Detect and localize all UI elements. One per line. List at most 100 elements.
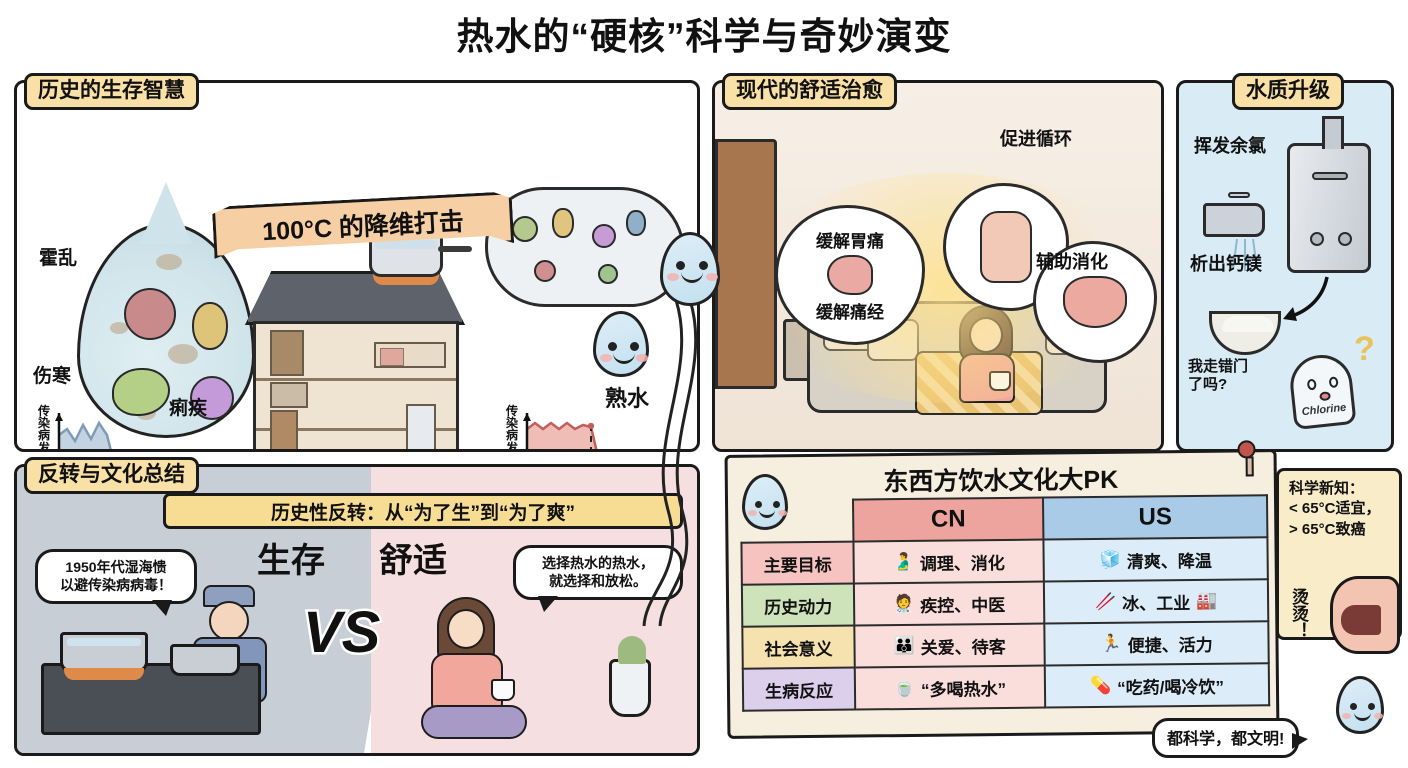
pushpin-icon: [1237, 440, 1256, 459]
word-vs: VS: [300, 598, 382, 668]
panel-history: 霍乱 伤寒 痢疾 100°C 的降维打击 ∿∿: [14, 80, 700, 452]
panel-water-quality: Chlorine: [1176, 80, 1394, 452]
small-pot: [170, 644, 240, 676]
pills-soda-icon: 💊: [1089, 675, 1112, 696]
water-drop-mascot-link: [660, 232, 720, 306]
tag-history: 历史的生存智慧: [24, 73, 199, 111]
science-note-line3: > 65°C致癌: [1289, 520, 1366, 538]
ghost-word: Chlorine: [1301, 401, 1347, 419]
germ-typhoid-icon: [112, 368, 170, 416]
cell-us-driver: 🥢冰、工业🏭: [1043, 579, 1269, 624]
chart-infection-rate-blue: 传染病发病率 1950年代: [35, 404, 205, 452]
relaxed-person-illustration: [417, 597, 537, 743]
germ-cloud: [485, 187, 685, 307]
table-row: 历史动力 🧑‍⚕疾控、中医 🥢冰、工业🏭: [741, 579, 1269, 627]
doctor-icon: 🧑‍⚕: [892, 593, 915, 614]
thought-bubble-circulation: [943, 183, 1069, 311]
burning-mouth-illustration: [1330, 576, 1400, 654]
germ-yellow-icon: [192, 302, 228, 350]
chart-blue-ylabel: 传染病发病率: [37, 404, 50, 452]
table-row: 社会意义 👪关爱、待客 🏃便捷、活力: [742, 621, 1269, 669]
cell-us-social-text: 便捷、活力: [1127, 635, 1213, 656]
label-digestion: 辅助消化: [1036, 252, 1108, 272]
stove-flame-icon: [373, 274, 439, 285]
column-header-cn: CN: [853, 497, 1044, 542]
footer-speech-bubble: 都科学，都文明!: [1152, 718, 1309, 758]
thought-stomach-bottom: 缓解痛经: [816, 303, 884, 322]
column-header-us: US: [1043, 495, 1268, 540]
cell-cn-driver: 🧑‍⚕疾控、中医: [853, 581, 1045, 626]
water-spray-icon: [1232, 239, 1258, 271]
word-comfort: 舒适: [379, 542, 447, 580]
tag-reversal: 反转与文化总结: [24, 457, 199, 495]
cell-us-social: 🏃便捷、活力: [1044, 621, 1269, 666]
gas-stove: ∿ ∿ ∿: [41, 588, 261, 735]
chlorine-ghost: Chlorine: [1287, 351, 1357, 431]
panel-modern: 缓解胃痛 缓解痛经: [712, 80, 1164, 452]
cell-cn-driver-text: 疾控、中医: [920, 595, 1006, 616]
row-label-sick: 生病反应: [742, 667, 856, 711]
arrow-down-left-icon: [1283, 276, 1329, 321]
science-note-line1: 科学新知：: [1289, 480, 1365, 497]
ice-cube-icon: 🧊: [1099, 549, 1121, 569]
family-care-icon: 👪: [893, 635, 915, 656]
label-cholera: 霍乱: [39, 248, 78, 269]
panel-reversal: 历史性反转：从“为了生”到“为了爽” 生存 舒适 VS 1950年代湿海愦 以避…: [14, 464, 700, 756]
stomach-icon: [827, 255, 873, 295]
cutaway-house-illustration: [235, 261, 485, 449]
tag-modern: 现代的舒适治愈: [722, 73, 897, 111]
intestine-icon: [1063, 276, 1127, 328]
cell-cn-goal: 🫃调理、消化: [853, 539, 1044, 584]
thought-bubble-stomach: 缓解胃痛 缓解痛经: [775, 205, 925, 345]
label-circulation: 促进循环: [1000, 129, 1072, 149]
cell-cn-social: 👪关爱、待客: [854, 623, 1045, 668]
speech-relaxed-line2: 就选择和放松。: [549, 572, 647, 589]
house-interior: [253, 321, 459, 449]
label-calcium-magnesium: 析出钙镁: [1190, 254, 1262, 274]
label-dysentery: 痢疾: [169, 398, 208, 419]
thought-stomach-top: 缓解胃痛: [816, 232, 884, 251]
runner-bottle-icon: 🏃: [1100, 633, 1122, 653]
germ-cholera-icon: [124, 288, 176, 340]
tag-water-quality: 水质升级: [1232, 73, 1344, 111]
ice-tongs-icon: 🥢: [1094, 591, 1117, 612]
stove-flame-left-icon: [64, 668, 144, 680]
label-volatile-chlorine: 挥发余氯: [1194, 136, 1266, 156]
label-hot-water: 熟水: [605, 386, 650, 411]
water-drop-mascot-footer: [1336, 676, 1384, 734]
ribbon-historical-reversal: 历史性反转：从“为了生”到“为了爽”: [163, 493, 683, 529]
cell-us-goal-text: 清爽、降温: [1126, 551, 1212, 572]
row-label-goal: 主要目标: [741, 541, 854, 585]
faucet-icon: [1203, 192, 1265, 237]
row-label-driver: 历史动力: [741, 583, 855, 627]
thought-bubble-digestion: [1033, 241, 1157, 363]
stomach-icon: 🫃: [892, 551, 914, 572]
water-heater: [1287, 116, 1371, 273]
water-drop-mascot-table: [742, 474, 788, 530]
speech-bubble-nurse: 1950年代湿海愦 以避传染病病毒！: [35, 549, 197, 616]
cell-cn-social-text: 关爱、待客: [920, 637, 1006, 658]
cell-cn-goal-text: 调理、消化: [919, 553, 1005, 574]
speech-nurse-line2: 以避传染病病毒！: [60, 576, 172, 593]
question-mark-icon: ?: [1354, 330, 1375, 368]
label-ghost-question: 我走错门 了吗?: [1188, 358, 1248, 394]
word-survival: 生存: [257, 542, 325, 580]
mug-icon: [491, 679, 515, 701]
mineral-basin: [1209, 311, 1281, 355]
speech-relaxed-line1: 选择热水的热水，: [542, 555, 654, 571]
pk-card: 东西方饮水文化大PK CN US 主要目标 🫃调理、消化 🧊清爽、降温 历史动力…: [724, 440, 1280, 739]
table-header-row: CN US: [741, 495, 1268, 543]
hot-water-mascot: [593, 311, 649, 377]
cell-us-goal: 🧊清爽、降温: [1043, 537, 1268, 582]
table-row: 主要目标 🫃调理、消化 🧊清爽、降温: [741, 537, 1268, 585]
factory-icon: 🏭: [1196, 590, 1218, 610]
body-circulation-icon: [980, 211, 1032, 283]
flower-vase: [609, 636, 651, 717]
cell-us-driver-text: 冰、工业: [1122, 593, 1191, 614]
label-too-hot: 烫烫！: [1289, 588, 1308, 639]
water-drop-tail: [642, 300, 698, 627]
science-note-line2: < 65°C适宜，: [1289, 500, 1381, 518]
contaminated-water-drop: [77, 182, 255, 438]
speech-nurse-line1: 1950年代湿海愦: [65, 559, 167, 575]
